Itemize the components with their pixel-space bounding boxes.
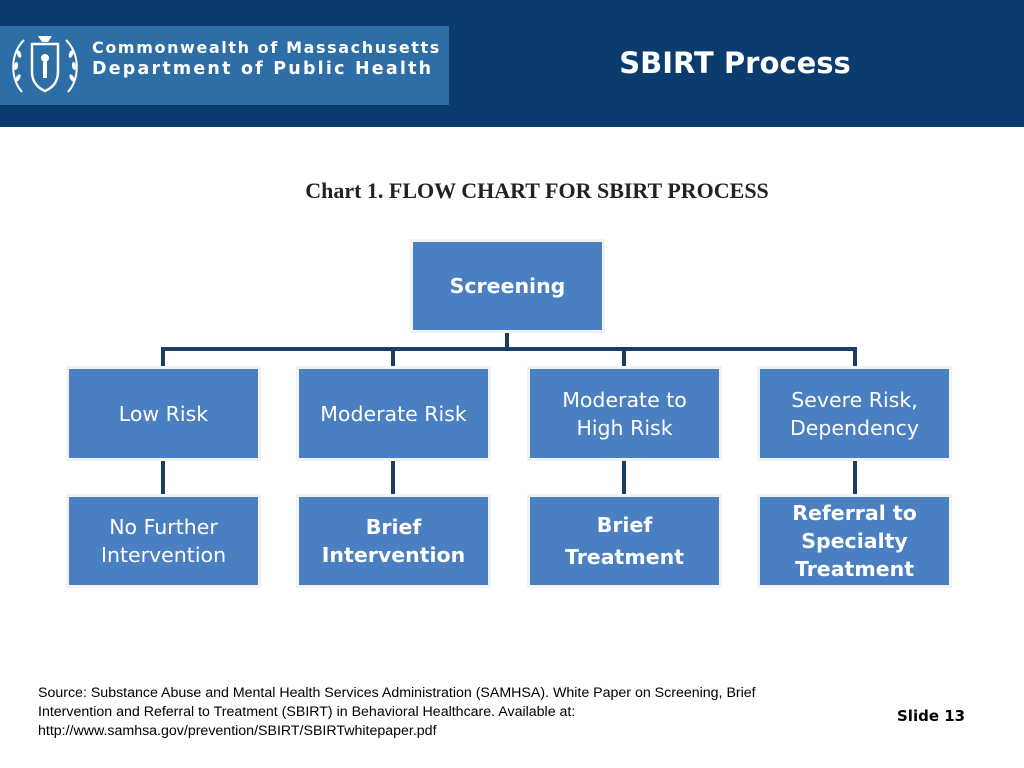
risk-label: Low Risk bbox=[118, 401, 209, 426]
connector-horizontal-bar bbox=[161, 347, 857, 351]
action-box-brief-treatment: Brief Treatment bbox=[527, 494, 722, 588]
source-line: Intervention and Referral to Treatment (… bbox=[38, 704, 576, 720]
risk-box-moderate: Moderate Risk bbox=[296, 366, 491, 461]
connector-drop-3 bbox=[622, 347, 626, 368]
slide-number: Slide 13 bbox=[897, 707, 966, 725]
logo-department-text: Department of Public Health bbox=[92, 59, 434, 79]
risk-box-low: Low Risk bbox=[66, 366, 261, 461]
risk-box-moderate-high: Moderate to High Risk bbox=[527, 366, 722, 461]
connector-risk-action-4 bbox=[853, 461, 857, 495]
action-box-brief-intervention: Brief Intervention bbox=[296, 494, 491, 588]
source-line: Source: Substance Abuse and Mental Healt… bbox=[38, 685, 756, 701]
connector-root-stem bbox=[505, 330, 509, 349]
dph-logo: Commonwealth of Massachusetts Department… bbox=[0, 26, 449, 105]
action-label: Referral to Specialty Treatment bbox=[792, 501, 917, 581]
chart-title: Chart 1. FLOW CHART FOR SBIRT PROCESS bbox=[305, 178, 769, 203]
logo-commonwealth-text: Commonwealth of Massachusetts bbox=[92, 38, 441, 57]
slide-title: SBIRT Process bbox=[619, 46, 851, 80]
action-label: Brief Intervention bbox=[321, 515, 466, 567]
connector-risk-action-1 bbox=[161, 461, 165, 495]
massachusetts-seal-icon bbox=[12, 36, 78, 93]
connector-drop-4 bbox=[853, 347, 857, 368]
action-label: Brief Treatment bbox=[564, 513, 685, 569]
source-url[interactable]: http://www.samhsa.gov/prevention/SBIRT/S… bbox=[38, 723, 437, 739]
connector-drop-2 bbox=[391, 347, 395, 368]
action-label: No Further Intervention bbox=[100, 515, 227, 567]
action-box-referral-specialty-treatment: Referral to Specialty Treatment bbox=[757, 494, 952, 588]
connector-drop-1 bbox=[161, 347, 165, 368]
risk-box-severe: Severe Risk, Dependency bbox=[757, 366, 952, 461]
screening-label: Screening bbox=[449, 274, 566, 298]
slide-header: Commonwealth of Massachusetts Department… bbox=[0, 0, 1024, 127]
risk-label: Moderate to High Risk bbox=[562, 387, 687, 440]
connector-risk-action-3 bbox=[622, 461, 626, 495]
risk-label: Moderate Risk bbox=[320, 401, 467, 426]
connector-risk-action-2 bbox=[391, 461, 395, 495]
risk-label: Severe Risk, Dependency bbox=[789, 387, 920, 440]
source-citation: Source: Substance Abuse and Mental Healt… bbox=[38, 684, 858, 741]
action-box-no-further-intervention: No Further Intervention bbox=[66, 494, 261, 588]
screening-box: Screening bbox=[410, 239, 605, 333]
